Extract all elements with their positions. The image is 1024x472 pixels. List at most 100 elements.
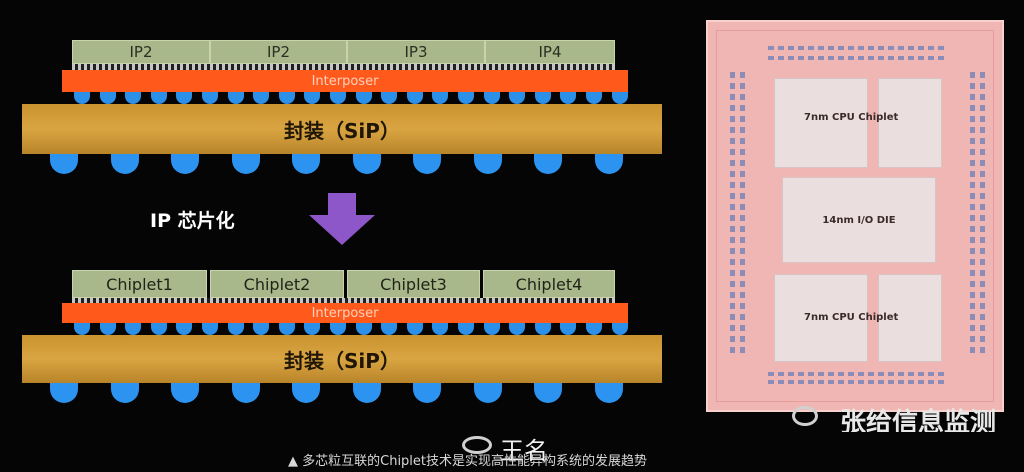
io-die: 14nm I/O DIE [782,177,936,263]
die-pad [730,193,735,199]
die-pad [908,380,914,384]
die-pad [740,314,745,320]
die-pad [970,292,975,298]
interposer-bump [611,92,628,104]
die-pad [970,237,975,243]
die-pad [980,171,985,177]
solder-ball [292,154,320,174]
solder-ball [110,383,139,403]
down-arrow-icon [309,193,375,245]
interposer-bump [99,92,116,104]
die-substrate-outline [716,30,994,402]
interposer-bump [227,92,244,104]
die-pad [730,292,735,298]
die-pad [730,138,735,144]
die-pad [818,380,824,384]
interposer-bump [483,323,500,335]
die-pad [970,182,975,188]
die-pad [858,372,864,376]
interposer-bump [560,323,577,335]
die-pad [838,380,844,384]
interposer-bump [406,323,423,335]
die-pad [980,149,985,155]
die-pad [980,105,985,111]
die-pad [858,380,864,384]
die-pad [888,372,894,376]
die-pad [970,248,975,254]
interposer-bump [432,92,449,104]
watermark-right-text: 张给信息监测 [840,408,997,432]
bottom-chiplet-label: 7nm CPU Chiplet [804,312,899,323]
die-pad [848,46,854,50]
die-pad [808,372,814,376]
solder-ball [352,383,381,403]
interposer-bump [355,92,372,104]
solder-ball [534,154,562,174]
die-pad [970,105,975,111]
solder-ball [110,154,139,174]
interposer-bump [560,92,577,104]
die-pad [828,372,834,376]
die-pad [730,325,735,331]
die-pad [970,94,975,100]
die-pad [980,72,985,78]
die-pad [740,215,745,221]
die-pad [730,149,735,155]
die-pad [878,46,884,50]
die-pad [730,248,735,254]
die-pad [858,56,864,60]
interposer-bump [74,92,90,104]
solder-ball [594,383,623,403]
die-pad [980,259,985,265]
die-pad [768,380,774,384]
die-pad [730,270,735,276]
die-pad [980,215,985,221]
ip-block-1: IP2 [72,40,210,64]
die-pad [970,193,975,199]
die-photo: 7nm CPU Chiplet 14nm I/O DIE 7nm CPU Chi… [706,20,1004,412]
interposer-bump [381,92,398,104]
solder-ball [352,154,381,174]
solder-ball [292,383,320,403]
interposer-bump [304,92,321,104]
die-pad [730,259,735,265]
interposer-bump [509,323,526,335]
caption: ▲ 多芯粒互联的Chiplet技术是实现高性能异构系统的发展趋势 [288,454,648,469]
interposer-bump [304,323,321,335]
die-pad [980,292,985,298]
die-pad [808,380,814,384]
die-pad [970,325,975,331]
die-pad [808,46,814,50]
wechat-icon [792,406,818,426]
solder-ball [413,154,441,174]
die-pad [808,56,814,60]
interposer-bump [125,92,142,104]
die-pad [730,281,735,287]
solder-ball [50,383,78,403]
die-pad [868,56,874,60]
die-pad [818,46,824,50]
transition-label: IP 芯片化 [150,210,235,232]
die-pad [848,372,854,376]
interposer-bump [150,323,167,335]
die-pad [730,347,735,353]
die-pad [898,56,904,60]
die-pad [740,336,745,342]
die-pad [730,160,735,166]
package-sip-top: 封装（SiP） [22,104,662,154]
die-pad [740,116,745,122]
die-pad [938,380,944,384]
die-pad [740,83,745,89]
die-pad [970,336,975,342]
die-pad [970,259,975,265]
die-pad [980,94,985,100]
package-sip-bottom: 封装（SiP） [22,335,662,383]
solder-ball [50,154,78,174]
die-pad [740,347,745,353]
die-pad [858,46,864,50]
interposer-bump [586,323,602,335]
solder-ball [171,383,199,403]
die-pad [740,171,745,177]
chiplet-3: Chiplet3 [347,270,480,298]
chiplet-4: Chiplet4 [483,270,615,298]
